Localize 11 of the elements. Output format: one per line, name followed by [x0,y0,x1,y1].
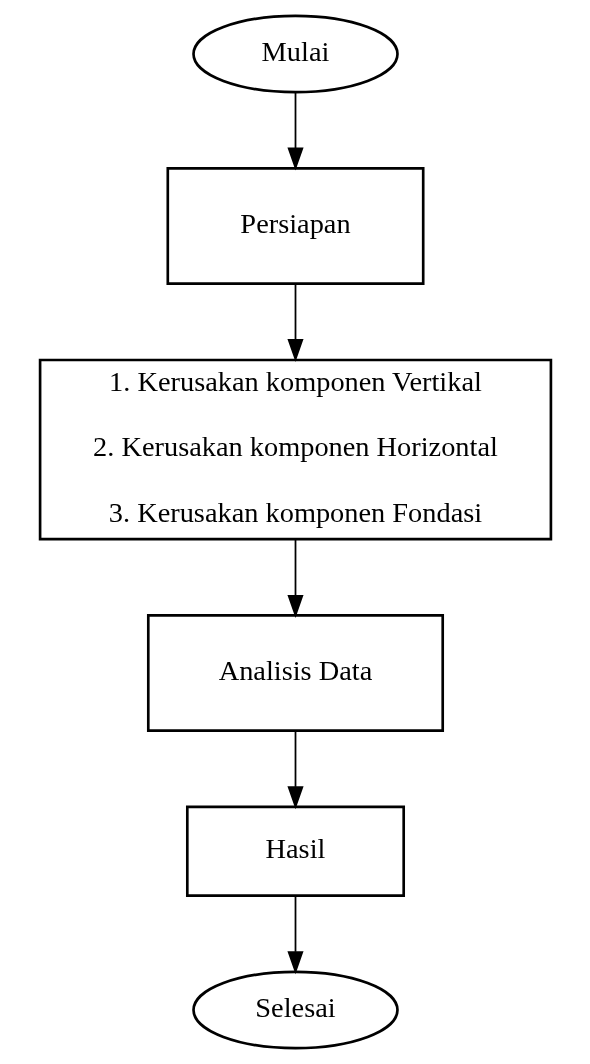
arrow [286,895,304,975]
node-box: 1. Kerusakan komponen Vertikal 2. Kerusakan komponen Horizontal 3. Kerusakan komponen Fondasi [38,358,552,541]
arrow [286,730,304,810]
arrow [286,538,304,618]
node-box: Persiapan [165,167,425,285]
arrow [286,91,304,171]
node-ellipse: Selesai [191,970,399,1050]
arrow [286,283,304,362]
node-box: Analisis Data [146,614,444,732]
node-ellipse: Mulai [191,14,399,94]
node-box: Hasil [185,805,405,897]
